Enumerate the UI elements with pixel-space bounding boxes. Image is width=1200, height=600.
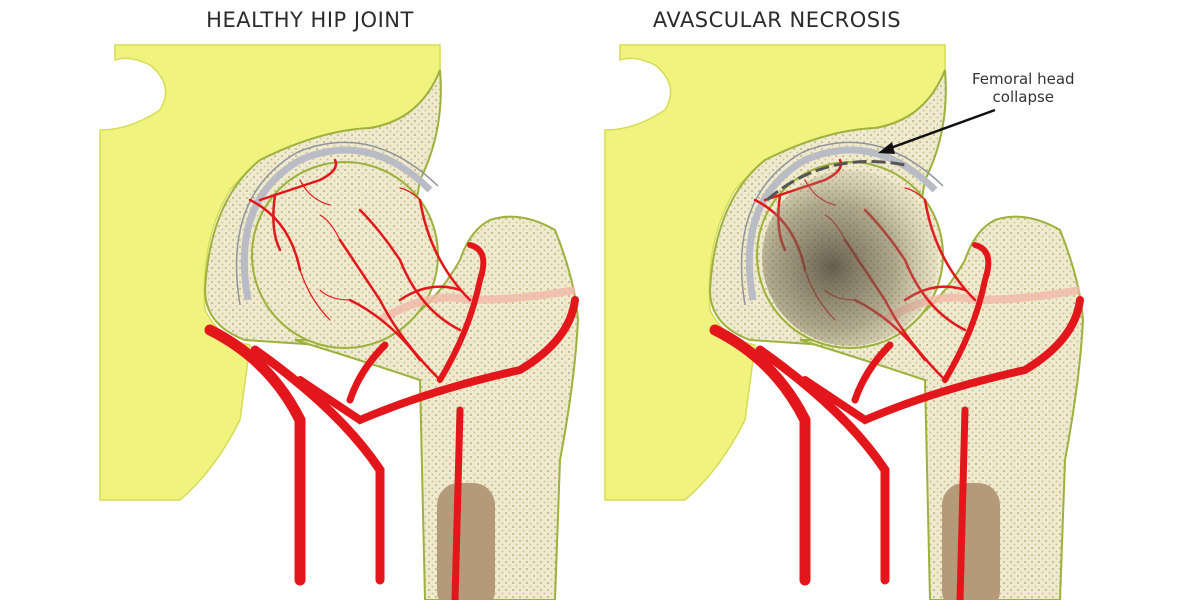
panel-title-necrosis: AVASCULAR NECROSIS [652, 8, 902, 32]
annotation-arrow [878, 108, 996, 154]
necrosis-hip-illustration [605, 45, 1083, 600]
annotation-line-1: Femoral head [972, 70, 1075, 88]
healthy-hip-illustration [100, 45, 578, 600]
necrotic-area [762, 170, 938, 346]
annotation-label: Femoral head collapse [972, 70, 1075, 106]
annotation-line-2: collapse [992, 88, 1055, 106]
panel-title-healthy: HEALTHY HIP JOINT [206, 8, 414, 32]
